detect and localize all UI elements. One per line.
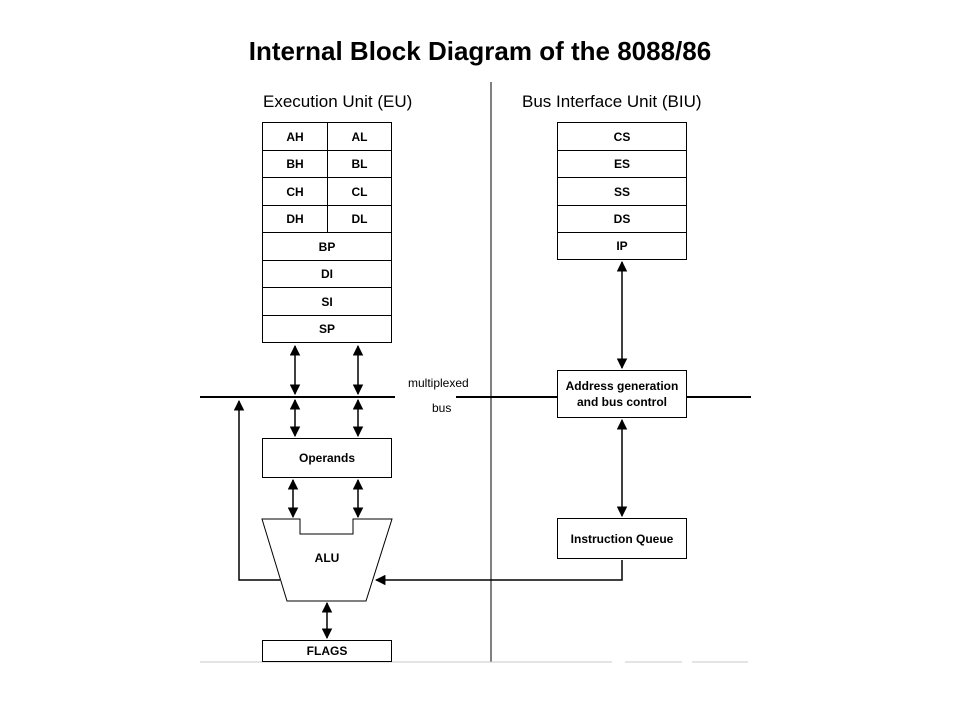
instruction-queue-block: Instruction Queue [557,518,687,559]
register-dl: DL [328,206,391,233]
register-sp: SP [318,322,335,336]
register-es: ES [558,151,686,178]
arrow-alu-to-bus [233,399,280,581]
register-cs: CS [558,123,686,151]
register-ds: DS [558,206,686,233]
eu-heading: Execution Unit (EU) [263,92,413,111]
register-ah: AH [263,123,328,151]
register-ss: SS [558,178,686,206]
register-ch: CH [263,178,328,206]
diagram-title: Internal Block Diagram of the 8088/86 [248,36,712,66]
arrow-queue-to-alu [374,560,623,586]
alu-label: ALU [314,551,340,565]
register-cl: CL [328,178,391,206]
register-di: DI [263,261,391,288]
register-bl: BL [328,151,391,178]
flags-block: FLAGS [262,640,392,662]
address-generation-block: Address generation and bus control [557,370,687,418]
bus-control-label: and bus control [577,395,667,409]
register-bp: BP [263,233,391,261]
alu-shape [261,518,393,602]
register-dh: DH [263,206,328,233]
eu-register-file: AH AL BH BL CH CL DH DL BP DI SI SP [262,122,392,343]
register-al: AL [328,123,391,151]
operands-block: Operands [262,438,392,478]
register-ip: IP [616,239,628,253]
address-generation-label: Address generation [565,379,679,393]
biu-register-file: CS ES SS DS IP [557,122,687,260]
register-bh: BH [263,151,328,178]
bus-label-line1: multiplexed [408,376,469,390]
register-si: SI [263,288,391,316]
bus-label-line2: bus [432,401,452,415]
biu-heading: Bus Interface Unit (BIU) [522,92,702,111]
